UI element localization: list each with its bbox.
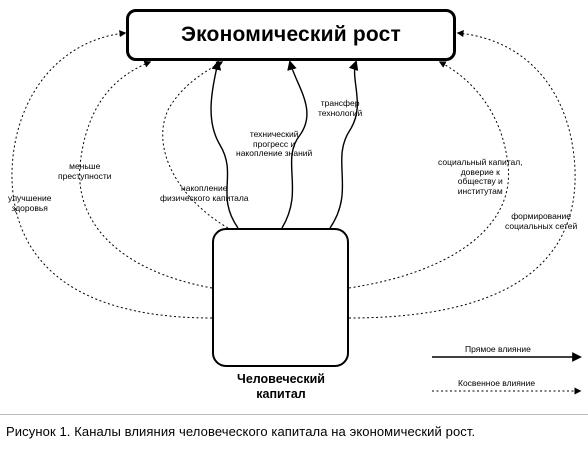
direct-curve-right	[329, 60, 359, 229]
label-center-right: трансфер технологий	[318, 98, 363, 118]
caption-separator	[0, 414, 588, 415]
label-right-outer: формирование социальных сетей	[505, 211, 578, 231]
figure-caption: Рисунок 1. Каналы влияния человеческого …	[6, 424, 476, 439]
legend-indirect-label: Косвенное влияние	[458, 378, 536, 388]
right-outer-arc	[348, 30, 576, 319]
direct-curve-mid	[281, 60, 308, 229]
right-inner-arc	[348, 61, 510, 289]
human-capital-label: Человеческий капитал	[237, 372, 325, 401]
center-left-curve	[162, 61, 229, 229]
label-center-mid: технический прогресс и накопление знаний	[236, 129, 313, 158]
human-capital-box	[212, 228, 349, 367]
economic-growth-title: Экономический рост	[180, 23, 402, 46]
left-inner-arc	[79, 60, 213, 289]
direct-curve-left	[210, 60, 239, 229]
economic-growth-box: Экономический рост	[126, 9, 456, 61]
label-center-left: накопление физического капитала	[160, 183, 249, 203]
label-left-outer: улучшение здоровья	[8, 193, 52, 213]
label-right-inner: социальный капитал, доверие к обществу и…	[438, 157, 523, 196]
label-left-inner: меньше преступности	[58, 161, 112, 181]
legend-direct-label: Прямое влияние	[465, 344, 531, 354]
left-outer-arc	[11, 30, 213, 319]
